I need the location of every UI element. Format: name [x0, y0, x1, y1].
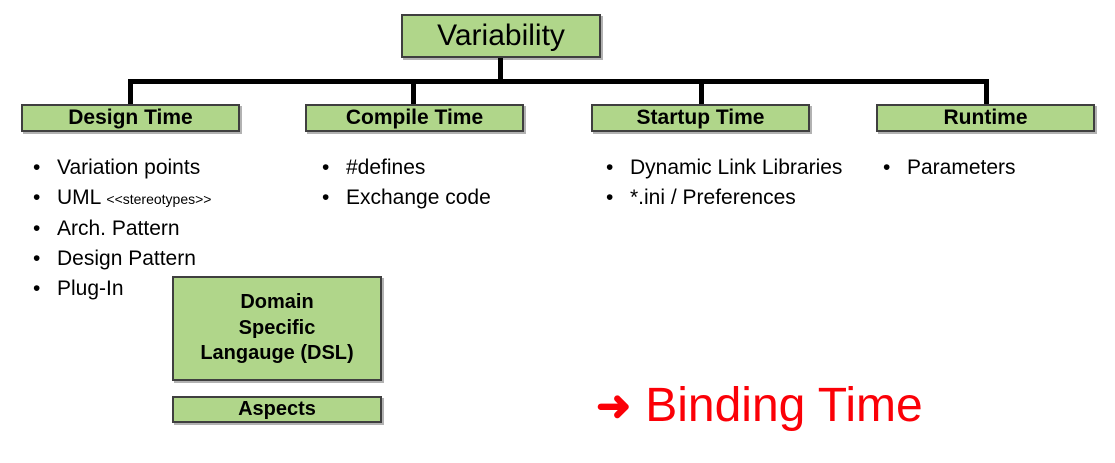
node-startup-time-label: Startup Time [636, 106, 765, 129]
list-item-label: Design Pattern [57, 246, 196, 270]
list-item-label: UML <<stereotypes>> [57, 184, 298, 211]
list-item: • Design Pattern [33, 245, 298, 272]
right-arrow-icon: ➜ [596, 381, 632, 429]
node-aspects-label: Aspects [238, 397, 316, 420]
list-item: • Exchange code [322, 184, 572, 211]
connector-drop-runtime [984, 79, 989, 105]
node-runtime[interactable]: Runtime [876, 104, 1095, 132]
bullet-icon: • [606, 156, 614, 179]
list-item: • *.ini / Preferences [606, 184, 854, 211]
list-item-label: Arch. Pattern [57, 216, 180, 240]
list-item: • Plug-In [33, 275, 298, 302]
list-item-label: Dynamic Link Libraries [630, 156, 843, 179]
list-item: • UML <<stereotypes>> [33, 184, 298, 211]
list-item-label: #defines [346, 156, 426, 179]
callout-binding-time-label: Binding Time [645, 379, 923, 432]
list-item-label: Variation points [57, 156, 201, 179]
bullet-icon: • [606, 186, 614, 210]
node-aspects[interactable]: Aspects [172, 396, 382, 423]
bullet-list-design-time: • Variation points • UML <<stereotypes>>… [33, 154, 298, 305]
list-item: • #defines [322, 154, 572, 181]
bullet-icon: • [33, 277, 41, 301]
bullet-icon: • [33, 156, 41, 179]
bullet-icon: • [883, 156, 891, 179]
list-item-label: Parameters [907, 156, 1016, 179]
bullet-list-runtime: • Parameters [883, 154, 1098, 184]
connector-drop-design-time [128, 79, 133, 105]
bullet-icon: • [33, 246, 41, 270]
connector-drop-startup-time [699, 79, 704, 105]
node-compile-time-label: Compile Time [345, 106, 484, 129]
bullet-icon: • [322, 186, 330, 210]
list-item: • Dynamic Link Libraries [606, 154, 854, 181]
list-item-label: *.ini / Preferences [630, 186, 796, 210]
bullet-icon: • [33, 186, 41, 210]
list-item: • Variation points [33, 154, 298, 181]
node-compile-time[interactable]: Compile Time [305, 104, 524, 132]
bullet-list-startup-time: • Dynamic Link Libraries • *.ini / Prefe… [606, 154, 854, 215]
bullet-list-compile-time: • #defines • Exchange code [322, 154, 572, 215]
node-variability-label: Variability [437, 19, 565, 52]
list-item: • Parameters [883, 154, 1098, 181]
node-design-time[interactable]: Design Time [21, 104, 240, 132]
list-item: • Arch. Pattern [33, 215, 298, 242]
bullet-icon: • [322, 156, 330, 179]
list-item-main-text: UML [57, 186, 107, 210]
list-item-label: Plug-In [57, 277, 124, 301]
node-runtime-label: Runtime [943, 106, 1028, 129]
node-design-time-label: Design Time [68, 106, 193, 129]
connector-drop-compile-time [411, 79, 416, 105]
list-item-note: <<stereotypes>> [106, 191, 212, 208]
node-startup-time[interactable]: Startup Time [591, 104, 810, 132]
callout-binding-time: ➜ Binding Time [596, 378, 923, 433]
connector-root-stem [498, 58, 503, 83]
list-item-label: Exchange code [346, 186, 491, 210]
connector-horizontal-bus [128, 79, 989, 84]
bullet-icon: • [33, 216, 41, 240]
node-variability[interactable]: Variability [401, 14, 601, 58]
